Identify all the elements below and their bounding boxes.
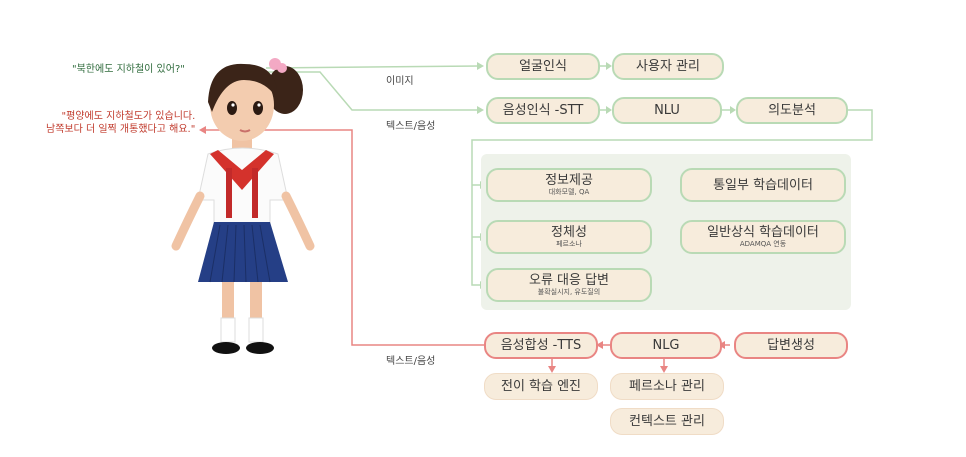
speech-recognition-node: 음성인식 -STT: [486, 97, 600, 124]
info-provision-title: 정보제공: [545, 173, 593, 188]
user-management-label: 사용자 관리: [636, 59, 700, 74]
text-voice-label-bottom: 텍스트/음성: [386, 356, 436, 367]
text-voice-label-top: 텍스트/음성: [386, 121, 436, 132]
question-quote: "북한에도 지하철이 있어?": [72, 64, 185, 75]
face-recognition-node: 얼굴인식: [486, 53, 600, 80]
face-recognition-label: 얼굴인식: [519, 59, 567, 74]
nlg-node: NLG: [610, 332, 722, 359]
identity-sub: 페르소나: [556, 240, 582, 248]
nlu-node: NLU: [612, 97, 722, 124]
persona-management-node: 페르소나 관리: [610, 373, 724, 400]
image-label: 이미지: [386, 76, 414, 87]
unification-data-node: 통일부 학습데이터: [680, 168, 846, 202]
transfer-learning-label: 전이 학습 엔진: [500, 379, 582, 394]
answer-quote-line2: 남쪽보다 더 일찍 개통했다고 해요.": [46, 124, 196, 135]
answer-quote: "평양에도 지하철도가 있습니다. 남쪽보다 더 일찍 개통했다고 해요.": [46, 110, 195, 136]
context-management-node: 컨텍스트 관리: [610, 408, 724, 435]
user-management-node: 사용자 관리: [612, 53, 724, 80]
common-sense-data-node: 일반상식 학습데이터 ADAMQA 연동: [680, 220, 846, 254]
answer-generation-label: 답변생성: [767, 338, 815, 353]
intent-analysis-node: 의도분석: [736, 97, 848, 124]
common-sense-data-sub: ADAMQA 연동: [739, 240, 787, 248]
unification-data-label: 통일부 학습데이터: [713, 177, 813, 193]
transfer-learning-node: 전이 학습 엔진: [484, 373, 598, 400]
speech-synthesis-label: 음성합성 -TTS: [500, 338, 582, 353]
error-response-sub: 불확실시지, 유도질의: [537, 288, 601, 296]
nlu-label: NLU: [654, 103, 680, 118]
info-provision-sub: 대화모델, QA: [548, 188, 590, 196]
speech-recognition-label: 음성인식 -STT: [502, 103, 584, 118]
error-response-node: 오류 대응 답변 불확실시지, 유도질의: [486, 268, 652, 302]
student-character-illustration: [171, 58, 315, 354]
answer-quote-line1: "평양에도 지하철도가 있습니다.: [61, 111, 196, 122]
common-sense-data-title: 일반상식 학습데이터: [707, 225, 819, 240]
speech-synthesis-node: 음성합성 -TTS: [484, 332, 598, 359]
error-response-title: 오류 대응 답변: [528, 273, 610, 288]
identity-title: 정체성: [551, 225, 587, 240]
info-provision-node: 정보제공 대화모델, QA: [486, 168, 652, 202]
context-management-label: 컨텍스트 관리: [629, 414, 705, 429]
identity-node: 정체성 페르소나: [486, 220, 652, 254]
intent-analysis-label: 의도분석: [768, 103, 816, 118]
nlg-label: NLG: [652, 338, 680, 353]
answer-generation-node: 답변생성: [734, 332, 848, 359]
persona-management-label: 페르소나 관리: [629, 379, 705, 394]
